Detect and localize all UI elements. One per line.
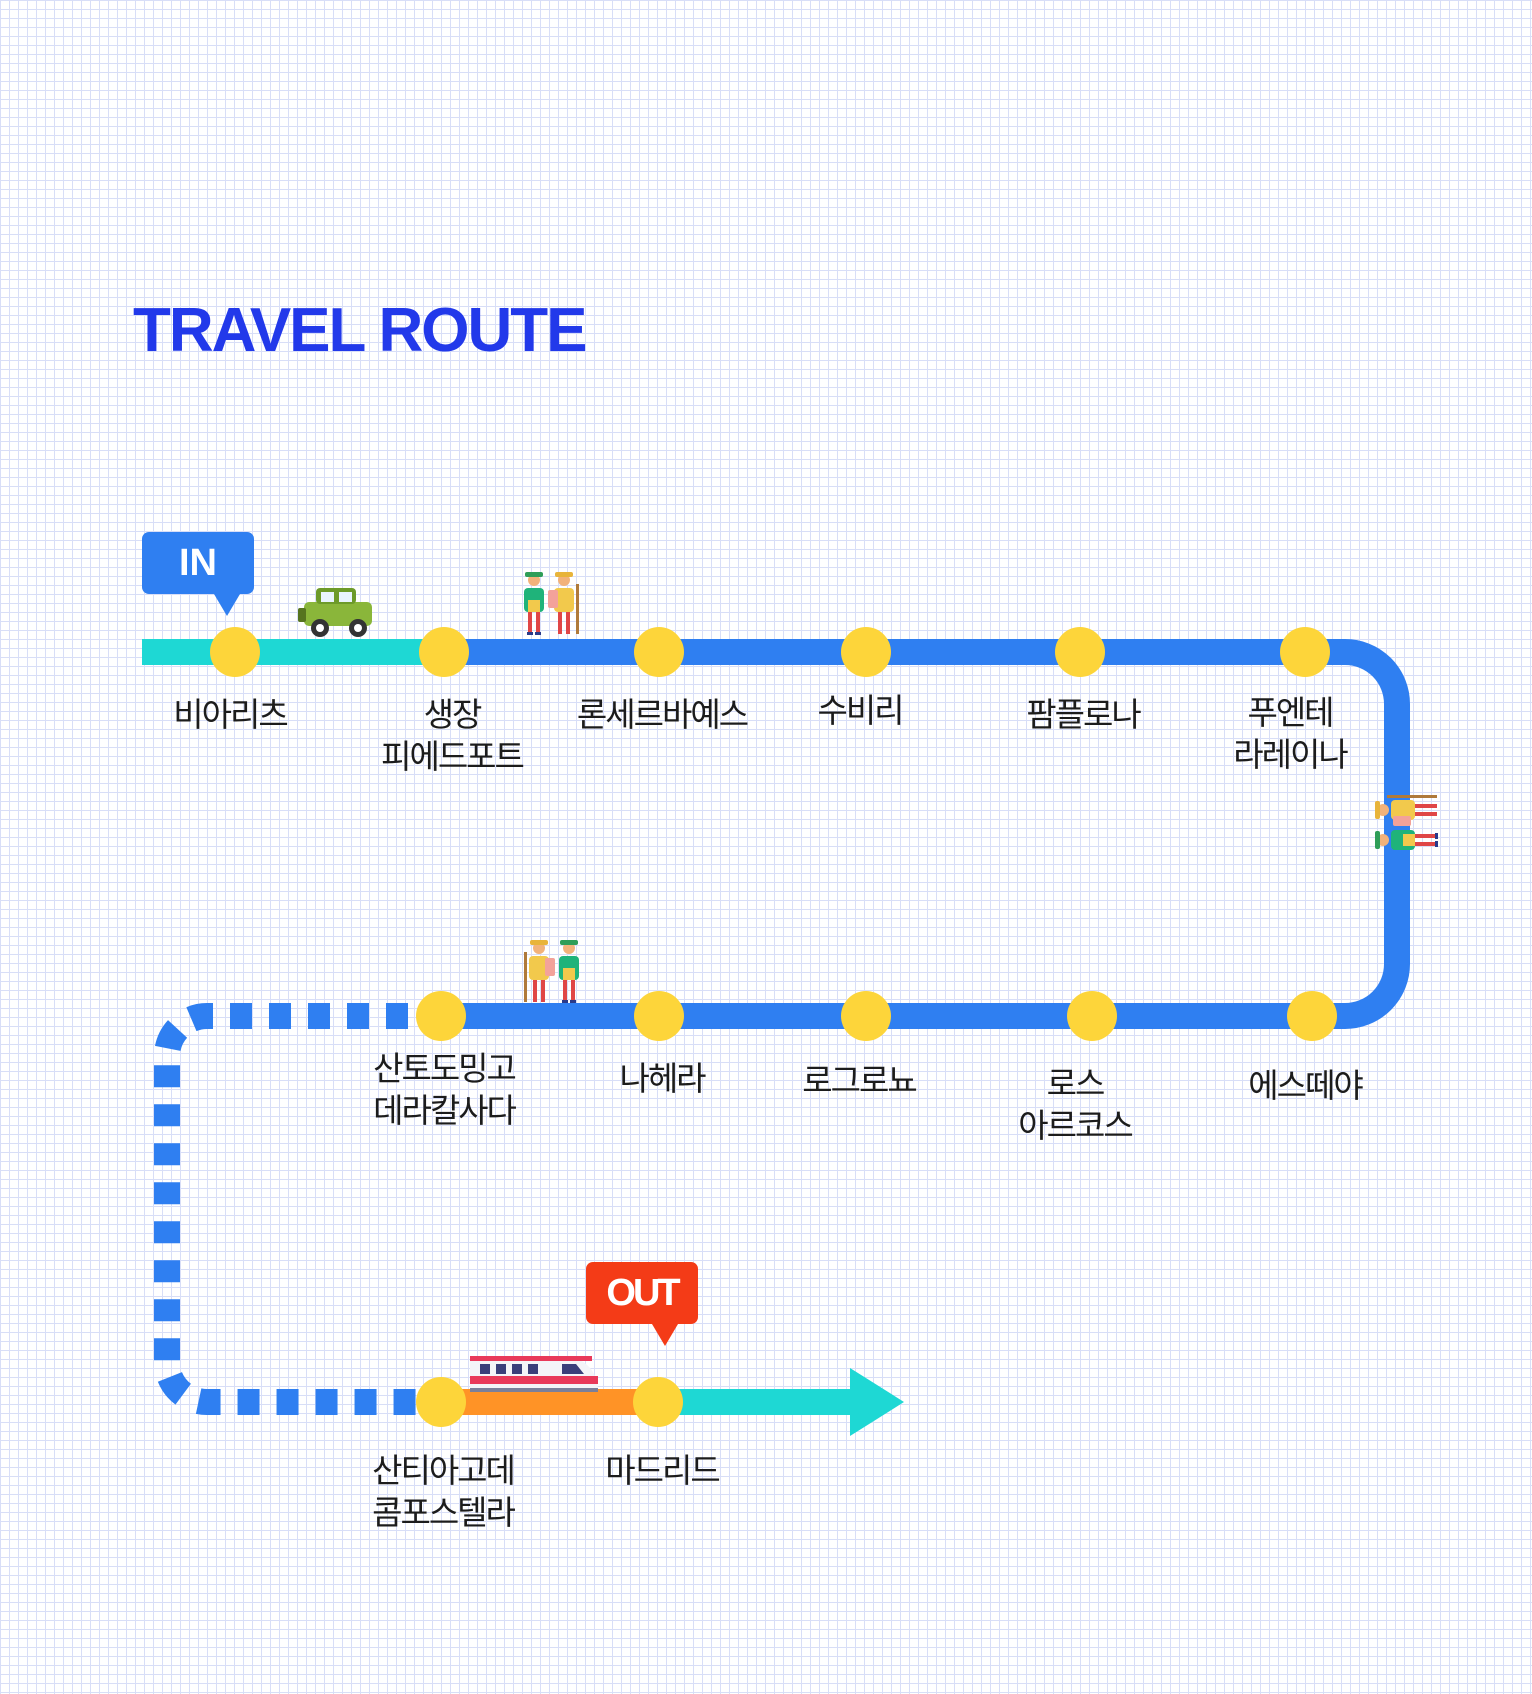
car-window [339, 592, 352, 602]
stop-label-line: 팜플로나 [1026, 695, 1141, 734]
car-window [321, 592, 334, 602]
train-window [496, 1364, 506, 1374]
stop-dot-madrid [633, 1377, 683, 1427]
car-icon [298, 588, 372, 637]
stop-label-line: 로그로뇨 [802, 1061, 917, 1100]
arrow-icon [850, 1368, 904, 1436]
stop-label-line: 아르코스 [1018, 1106, 1133, 1145]
car-hub [316, 624, 324, 632]
hikers-icon [524, 572, 579, 635]
stop-dot-biarritz [210, 627, 260, 677]
train-roof-stripe [470, 1356, 592, 1361]
stop-dot-saint-jean [419, 627, 469, 677]
stop-label-line: 콤포스텔라 [372, 1493, 516, 1532]
stop-label-biarritz: 비아리츠 [110, 694, 350, 736]
train-windshield [562, 1364, 584, 1374]
stop-label-line: 생장 [423, 695, 483, 734]
stop-dot-estella [1287, 991, 1337, 1041]
stop-dot-pamplona [1055, 627, 1105, 677]
page-title: TRAVEL ROUTE [133, 296, 588, 365]
stop-label-line: 마드리드 [605, 1451, 720, 1490]
train-window [528, 1364, 538, 1374]
stop-dot-zubiri [841, 627, 891, 677]
car-spare-wheel [298, 608, 306, 622]
stop-dot-santiago [416, 1377, 466, 1427]
stop-label-line: 푸엔테 [1247, 693, 1334, 732]
stop-label-line: 라레이나 [1233, 735, 1348, 774]
stop-label-roncesvalles: 론세르바예스 [542, 694, 782, 736]
stop-dot-roncesvalles [634, 627, 684, 677]
train-stripe [470, 1376, 598, 1384]
route-stops [210, 627, 1337, 1427]
stop-label-estella: 에스떼야 [1185, 1065, 1425, 1107]
end-marker[interactable]: OUT [586, 1262, 698, 1346]
stop-dot-puente-la-reina [1280, 627, 1330, 677]
train-icon [470, 1356, 598, 1392]
stop-label-pamplona: 팜플로나 [963, 694, 1203, 736]
stop-label-line: 나헤라 [619, 1059, 706, 1098]
stop-label-line: 산토도밍고 [373, 1049, 517, 1088]
stop-dot-najera [634, 991, 684, 1041]
stop-label-najera: 나헤라 [542, 1058, 782, 1100]
stop-label-line: 로스 [1046, 1064, 1106, 1103]
stop-label-madrid: 마드리드 [542, 1450, 782, 1492]
route-icons [298, 572, 1438, 1392]
stop-dot-logrono [841, 991, 891, 1041]
train-window [512, 1364, 522, 1374]
stop-label-line: 비아리츠 [173, 695, 288, 734]
stop-label-logrono: 로그로뇨 [739, 1060, 979, 1102]
stop-label-line: 수비리 [817, 691, 904, 730]
stop-label-line: 데라칼사다 [373, 1091, 517, 1130]
stop-label-line: 산티아고데 [372, 1451, 516, 1490]
stop-label-zubiri: 수비리 [740, 690, 980, 732]
stop-dot-los-arcos [1067, 991, 1117, 1041]
stop-label-line: 론세르바예스 [576, 695, 749, 734]
car-hub [354, 624, 362, 632]
train-window [480, 1364, 490, 1374]
start-marker[interactable]: IN [142, 532, 254, 616]
hikers-icon [524, 940, 579, 1003]
train-base [470, 1388, 598, 1392]
stop-dot-santo-domingo [416, 991, 466, 1041]
stop-label-line: 피에드포트 [381, 737, 525, 776]
stop-label-line: 에스떼야 [1248, 1066, 1363, 1105]
